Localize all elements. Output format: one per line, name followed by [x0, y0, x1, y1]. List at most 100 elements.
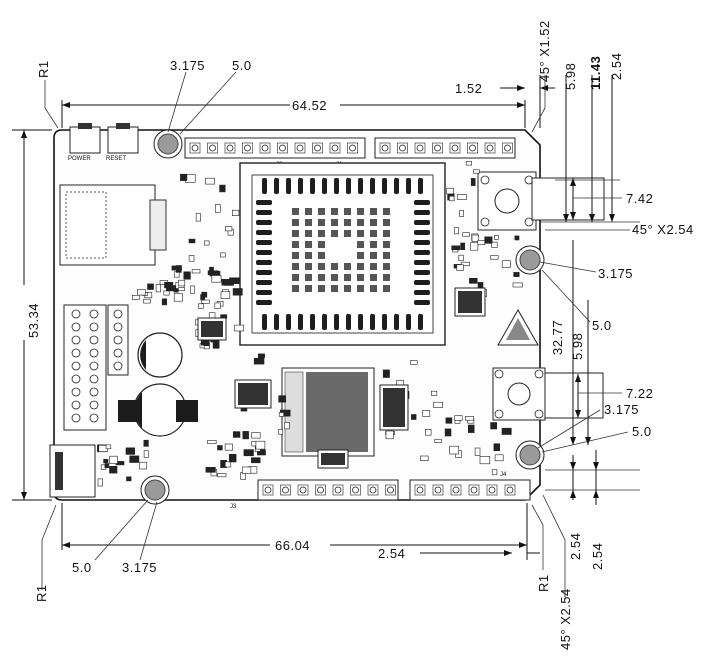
chip-pad: [318, 230, 325, 237]
smd-part: [477, 240, 486, 245]
right-button-lower: [492, 367, 604, 421]
chip-pad: [292, 274, 299, 281]
left-header-pin: [89, 322, 99, 332]
chip-pad: [383, 285, 390, 292]
header-pin: [282, 486, 289, 494]
chip-pad: [344, 274, 351, 281]
chip-pin: [274, 178, 279, 194]
chip-pad: [318, 274, 325, 281]
chip-pin: [262, 314, 267, 330]
reset-button-label: RESET: [106, 156, 126, 162]
smd-part: [474, 447, 481, 456]
hole-callouts-right-upper: 3.175 5.0: [539, 261, 633, 333]
chip-pad: [357, 230, 364, 237]
smd-part: [513, 272, 520, 277]
smd-part: [470, 242, 479, 251]
dimension-button-upper: 7.42: [570, 178, 653, 220]
chip-pin: [414, 220, 430, 225]
chip-pad: [344, 208, 351, 215]
chip-pad: [292, 285, 299, 292]
smd-part: [109, 455, 118, 464]
chip-pad: [357, 274, 364, 281]
hole-callouts-right-lower: 3.175 5.0: [537, 402, 651, 453]
smd-part: [137, 289, 146, 296]
smd-part: [201, 299, 210, 304]
small-ic-body: [321, 453, 345, 465]
smd-part: [494, 454, 504, 462]
smd-part: [242, 466, 252, 474]
dimension-width-top: 64.52: [61, 98, 526, 128]
header-pin: [469, 144, 476, 152]
smd-part: [143, 298, 151, 304]
smd-part: [211, 275, 222, 283]
chip-pin: [414, 290, 430, 295]
dim-button-upper-label: 7.42: [626, 191, 653, 206]
chip-pin: [394, 314, 399, 330]
smd-part: [205, 466, 216, 473]
dimension-height-left: 53.34: [12, 129, 52, 501]
header-pin: [488, 486, 496, 494]
smd-part: [458, 254, 464, 261]
chip-pin: [286, 178, 291, 194]
chip-pin: [256, 300, 272, 305]
chip-pad: [370, 263, 377, 270]
dim-bottom-offset-label: 2.54: [378, 546, 405, 561]
radius-callouts: R1 R1 R1: [34, 60, 551, 602]
smd-part: [178, 287, 185, 292]
header-pin: [504, 144, 511, 152]
smd-part: [163, 290, 170, 296]
chip-pin: [418, 178, 423, 194]
chip-pad: [383, 219, 390, 226]
chip-pin: [298, 314, 303, 330]
smd-part: [467, 424, 475, 433]
chip-pad: [357, 285, 364, 292]
smd-part: [460, 261, 471, 266]
chip-pad: [318, 241, 325, 248]
hole-bottom-left-pad: 5.0: [72, 560, 92, 575]
smd-part: [410, 360, 418, 365]
dimension-bottom-right: 2.54 2.54: [545, 450, 640, 570]
chip-pin: [414, 210, 430, 215]
dimension-button-lower: 7.22: [575, 374, 653, 418]
left-header-pin: [71, 374, 81, 384]
chip-pad: [370, 252, 377, 259]
chip-pin: [346, 314, 351, 330]
header-pin: [334, 486, 342, 494]
smd-part: [434, 438, 442, 443]
smd-part: [233, 431, 241, 438]
chip-pin: [256, 200, 272, 205]
smd-part: [229, 453, 237, 463]
chip-pin: [322, 314, 327, 330]
smd-part: [220, 291, 231, 299]
header-pin: [352, 486, 359, 494]
chip-pin: [334, 314, 339, 330]
chip-pin: [370, 178, 375, 194]
chip-pin: [322, 178, 327, 194]
left-header-pin: [113, 322, 123, 332]
header-pin: [299, 486, 307, 494]
chip-pin: [418, 314, 423, 330]
main-chip: [239, 162, 446, 346]
smd-part: [161, 298, 167, 306]
chip-pad: [331, 230, 338, 237]
header-pin: [486, 144, 494, 152]
smd-part: [125, 447, 135, 455]
dimension-top-right-offset: 1.52: [455, 75, 555, 128]
smd-part: [278, 412, 285, 417]
chip-pad: [344, 263, 351, 270]
chip-pad: [370, 241, 377, 248]
left-header-pin: [89, 361, 99, 371]
smd-part: [433, 401, 443, 408]
chip-pin: [370, 314, 375, 330]
smd-part: [465, 161, 473, 166]
smd-part: [425, 428, 432, 436]
chip-pad: [292, 241, 299, 248]
chip-pin: [414, 250, 430, 255]
smd-part: [139, 461, 148, 470]
smd-part: [232, 288, 243, 296]
dimension-bottom-offset: 2.54: [378, 546, 540, 561]
header-pin: [317, 486, 324, 494]
hole-callouts-top-left: 3.175 5.0: [167, 58, 251, 135]
chip-pad: [318, 285, 325, 292]
